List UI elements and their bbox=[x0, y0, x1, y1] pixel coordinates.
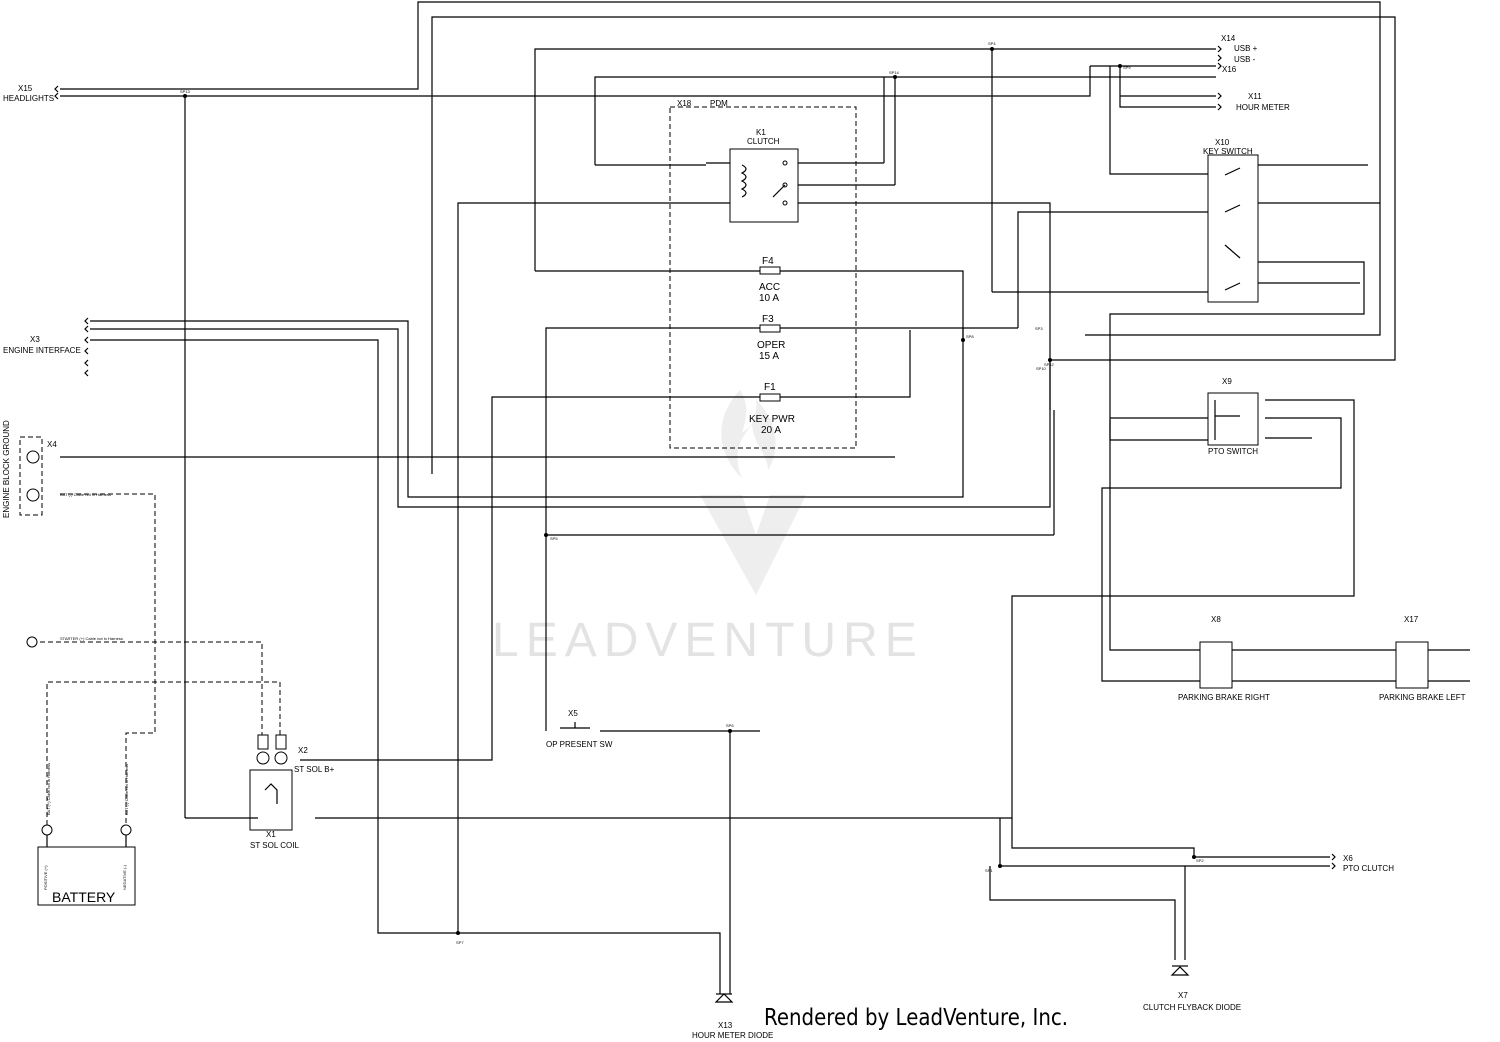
fuse-f1-rating: 20 A bbox=[761, 425, 781, 436]
sp14-label: SP14 bbox=[889, 70, 900, 75]
k1-id: K1 bbox=[756, 128, 766, 137]
relay-box bbox=[729, 148, 799, 223]
sp3-label: SP3 bbox=[1035, 326, 1043, 331]
footer-credit: Rendered by LeadVenture, Inc. bbox=[764, 1005, 1069, 1031]
x5-name: OP PRESENT SW bbox=[546, 740, 613, 749]
parking-brake-right: X8 PARKING BRAKE RIGHT bbox=[1178, 615, 1270, 702]
x9-id: X9 bbox=[1222, 377, 1232, 386]
x15-name: HEADLIGHTS bbox=[3, 94, 54, 103]
sp8-label: SP8 bbox=[966, 334, 974, 339]
x10-id: X10 bbox=[1215, 138, 1230, 147]
x18-id: X18 bbox=[677, 99, 692, 108]
fuse-f4: F4 ACC 10 A bbox=[742, 256, 798, 304]
key-switch: X10 KEY SWITCH bbox=[1203, 138, 1259, 303]
k1-name: CLUTCH bbox=[747, 137, 780, 146]
sp9-label: SP9 bbox=[1123, 65, 1131, 70]
fuse-f3-id: F3 bbox=[762, 314, 774, 325]
sp2-label: SP2 bbox=[1196, 858, 1204, 863]
sp13-label: SP13 bbox=[180, 89, 191, 94]
engine-block-ground-label: ENGINE BLOCK GROUND bbox=[2, 420, 11, 518]
hour-meter-diode: X13 HOUR METER DIODE bbox=[692, 993, 773, 1040]
sp5-label: SP5 bbox=[550, 536, 558, 541]
parking-brake-left: X17 PARKING BRAKE LEFT bbox=[1379, 615, 1466, 702]
x18-name: PDM bbox=[710, 99, 728, 108]
engine-block-ground: X4 ENGINE BLOCK GROUND bbox=[2, 420, 57, 518]
connector-chevrons bbox=[54, 45, 1336, 870]
x6-name: PTO CLUTCH bbox=[1343, 864, 1394, 873]
x1-id: X1 bbox=[266, 830, 276, 839]
x14-name: USB + bbox=[1234, 44, 1258, 53]
x8-name: PARKING BRAKE RIGHT bbox=[1178, 693, 1270, 702]
x14-id: X14 bbox=[1221, 34, 1236, 43]
sp7-label: SP7 bbox=[456, 940, 464, 945]
x17-id: X17 bbox=[1404, 615, 1419, 624]
x2-id: X2 bbox=[298, 746, 308, 755]
x17-name: PARKING BRAKE LEFT bbox=[1379, 693, 1466, 702]
bat-neg-note: BAT (-) Cable not in Harness bbox=[60, 492, 111, 497]
relay-contact bbox=[782, 160, 788, 166]
x16-id: X16 bbox=[1222, 65, 1237, 74]
watermark-text: LEADVENTURE bbox=[492, 614, 924, 667]
pdm-box bbox=[669, 106, 857, 449]
op-present-switch: X5 OP PRESENT SW bbox=[546, 709, 613, 749]
x13-id: X13 bbox=[718, 1021, 733, 1030]
fuse-f4-id: F4 bbox=[762, 256, 774, 267]
x7-id: X7 bbox=[1178, 991, 1188, 1000]
x11-id: X11 bbox=[1248, 92, 1262, 101]
sp6-label: SP6 bbox=[726, 723, 734, 728]
bat-pos-note: BAT (+) Cable not in Harness bbox=[46, 763, 51, 815]
fuse-f4-rating: 10 A bbox=[759, 293, 779, 304]
fuse-f3-name: OPER bbox=[757, 340, 785, 351]
starter-solenoid: X2 ST SOL B+ X1 ST SOL COIL bbox=[249, 734, 335, 850]
sp1-label: SP1 bbox=[985, 868, 993, 873]
fuse-f3: F3 OPER 15 A bbox=[742, 314, 798, 362]
x1-name: ST SOL COIL bbox=[250, 841, 299, 850]
x2-name: ST SOL B+ bbox=[294, 765, 335, 774]
x4-id: X4 bbox=[47, 440, 57, 449]
starter-ring bbox=[26, 636, 38, 648]
positive-label: POSITIVE (+) bbox=[43, 865, 48, 890]
fuse-f1-name: KEY PWR bbox=[749, 414, 795, 425]
x3-name: ENGINE INTERFACE bbox=[3, 346, 81, 355]
sp4-label: SP4 bbox=[988, 41, 996, 46]
sp12-label: SP12 bbox=[1044, 362, 1055, 367]
x16-name: USB - bbox=[1234, 55, 1256, 64]
fuse-f4-name: ACC bbox=[759, 282, 780, 293]
relay-contact bbox=[782, 200, 788, 206]
relay-switch bbox=[772, 184, 786, 198]
sp10-label: SP10 bbox=[1036, 366, 1047, 371]
x13-name: HOUR METER DIODE bbox=[692, 1031, 773, 1040]
x6-id: X6 bbox=[1343, 854, 1353, 863]
clutch-flyback-diode: X7 CLUTCH FLYBACK DIODE bbox=[1143, 965, 1241, 1012]
x15-id: X15 bbox=[18, 84, 33, 93]
relay-contact bbox=[782, 182, 788, 188]
x5-id: X5 bbox=[568, 709, 578, 718]
bat-neg-vnote: BAT (-) Cable not in Harness bbox=[124, 764, 129, 815]
x3-id: X3 bbox=[30, 335, 40, 344]
x8-id: X8 bbox=[1211, 615, 1221, 624]
k1-clutch-relay: K1 CLUTCH bbox=[729, 128, 799, 223]
fuse-f1-id: F1 bbox=[764, 382, 776, 393]
battery: BATTERY bbox=[37, 824, 136, 906]
relay-coil bbox=[740, 164, 747, 198]
battery-label: BATTERY bbox=[52, 889, 116, 905]
x9-name: PTO SWITCH bbox=[1208, 447, 1258, 456]
x7-name: CLUTCH FLYBACK DIODE bbox=[1143, 1003, 1241, 1012]
x11-name: HOUR METER bbox=[1236, 103, 1290, 112]
x10-name: KEY SWITCH bbox=[1203, 147, 1253, 156]
watermark: LEADVENTURE bbox=[492, 390, 924, 667]
pto-switch: X9 PTO SWITCH bbox=[1207, 377, 1259, 456]
splices: SP13 SP4 SP9 SP14 SP8 SP12 SP5 SP6 SP7 S… bbox=[180, 41, 1204, 945]
fuse-f3-rating: 15 A bbox=[759, 351, 779, 362]
starter-note: STARTER (+) Cable not in Harness bbox=[60, 636, 123, 641]
negative-label: NEGATIVE (-) bbox=[122, 864, 127, 890]
fuse-f1: F1 KEY PWR 20 A bbox=[742, 382, 798, 436]
